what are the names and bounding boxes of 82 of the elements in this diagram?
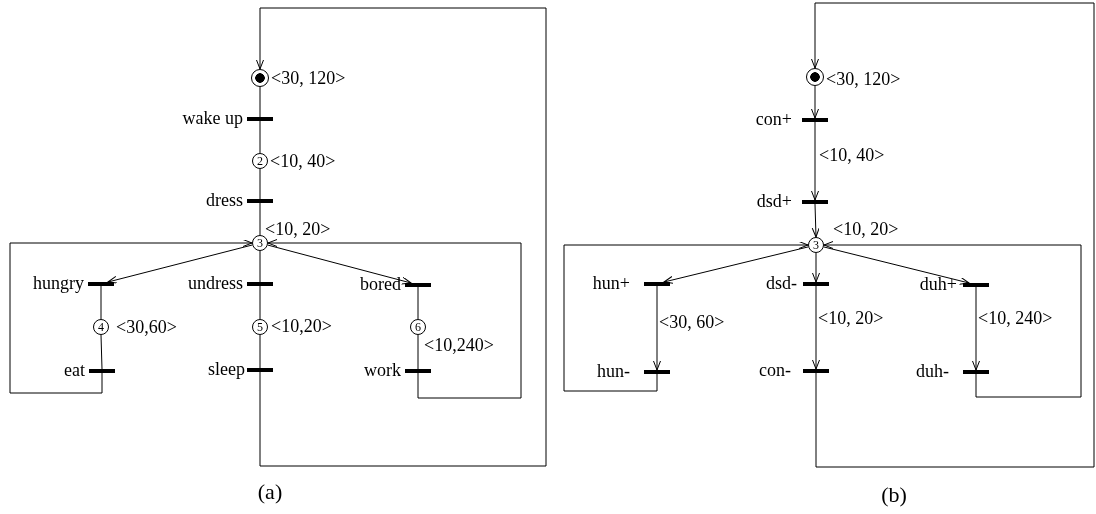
transition-bar (644, 282, 670, 286)
arrow (811, 203, 820, 238)
edge-label: <10, 20> (818, 308, 884, 328)
panel-caption: (b) (881, 483, 907, 507)
arrow (811, 121, 819, 201)
time-interval-label: <10, 20> (833, 219, 899, 239)
connector-line (259, 202, 261, 236)
transition-bar (802, 118, 828, 122)
transition-bar (803, 282, 829, 286)
transition-bar (88, 282, 114, 286)
connector-line (259, 334, 261, 369)
transition-bar (247, 368, 273, 372)
time-interval-label: <30, 120> (271, 68, 346, 88)
transition-label: con+ (755, 109, 792, 129)
arrow (267, 244, 412, 285)
arrow (563, 241, 809, 392)
transition-label: dsd+ (756, 191, 792, 211)
transition-bar (405, 369, 431, 373)
transition-label: bored (360, 274, 401, 294)
connector-line (259, 168, 261, 200)
connector-line (417, 286, 419, 320)
arrow (267, 239, 522, 399)
edge-label: <10, 240> (978, 308, 1053, 328)
transition-bar (802, 200, 828, 204)
place-circle: 6 (410, 319, 426, 335)
place-circle: 3 (808, 237, 824, 253)
arrow (256, 7, 547, 467)
transition-bar (963, 283, 989, 287)
arrow (812, 285, 820, 370)
connector-line (259, 120, 261, 154)
place-circle: 4 (93, 319, 109, 335)
arrow (663, 246, 809, 284)
time-interval-label: <30, 120> (826, 69, 901, 89)
place-circle: 3 (252, 235, 268, 251)
arrow (107, 244, 253, 284)
transition-label: hun+ (592, 273, 630, 293)
connector-line (100, 334, 103, 370)
arrow (811, 85, 819, 119)
edge-label: <10, 40> (819, 145, 885, 165)
connector-line (100, 285, 102, 320)
time-interval-label: <10, 40> (270, 151, 336, 171)
transition-bar (644, 370, 670, 374)
transition-label: hun- (597, 361, 630, 381)
marked-place-circle (806, 68, 824, 86)
time-interval-label: <10,240> (424, 335, 494, 355)
place-circle: 5 (252, 319, 268, 335)
transition-label: work (364, 360, 401, 380)
connector-line (259, 250, 261, 283)
arrow (812, 252, 820, 283)
time-interval-label: <10, 20> (265, 219, 331, 239)
time-interval-label: <30,60> (116, 317, 177, 337)
connector-line (259, 86, 261, 118)
transition-label: sleep (208, 359, 245, 379)
transition-label: eat (64, 360, 85, 380)
edge-label: <30, 60> (659, 312, 725, 332)
transition-bar (89, 369, 115, 373)
transition-bar (247, 199, 273, 203)
transition-bar (405, 283, 431, 287)
marked-place-circle (251, 69, 269, 87)
connector-line (259, 285, 261, 320)
transition-label: dsd- (766, 273, 797, 293)
transition-label: duh- (916, 361, 949, 381)
transition-label: wake up (182, 108, 243, 128)
transition-label: dress (206, 190, 243, 210)
arrow (823, 246, 970, 285)
connector-line (417, 334, 419, 370)
arrow (811, 2, 1095, 468)
transition-bar (963, 370, 989, 374)
arrow (653, 285, 661, 371)
arrow (9, 239, 253, 394)
transition-label: con- (759, 360, 791, 380)
transition-label: duh+ (919, 274, 957, 294)
transition-bar (247, 282, 273, 286)
arrow (972, 286, 980, 371)
time-interval-label: <10,20> (271, 316, 332, 336)
arrow (823, 241, 1082, 398)
transition-bar (247, 117, 273, 121)
panel-caption: (a) (257, 480, 283, 504)
transition-label: hungry (33, 273, 84, 293)
transition-label: undress (188, 273, 243, 293)
place-circle: 2 (252, 153, 268, 169)
transition-bar (803, 369, 829, 373)
